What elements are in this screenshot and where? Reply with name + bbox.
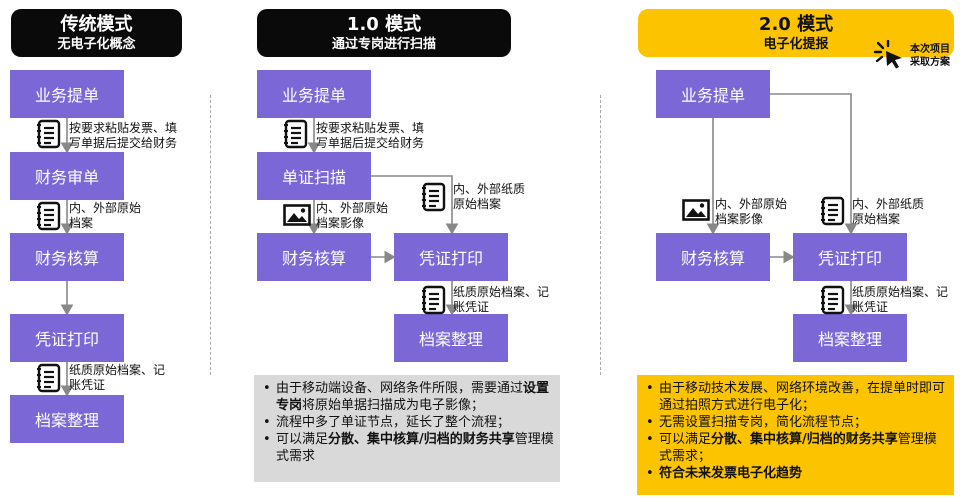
col2-subtitle: 通过专岗进行扫描 — [331, 37, 436, 52]
col2-box-archive: 档案整理 — [394, 314, 508, 362]
col1-note-2: 内、外部原始 档案 — [69, 201, 141, 231]
note-line: 纸质原始档案、记 — [852, 285, 949, 299]
col3-note-2: 内、外部纸质 原始档案 — [852, 197, 924, 227]
note-line: 内、外部原始 — [715, 197, 788, 211]
col3-box-voucher-print: 凭证打印 — [793, 233, 907, 281]
col3-header: 2.0 模式 电子化提报 — [638, 9, 954, 57]
col1-title: 传统模式 — [60, 14, 133, 35]
col2-arrow-4 — [371, 175, 459, 235]
col2-title: 1.0 模式 — [346, 14, 422, 35]
note-line: 内、外部纸质 — [852, 197, 925, 211]
image-icon — [283, 204, 311, 226]
col1-header: 传统模式 无电子化概念 — [11, 9, 182, 57]
separator-2 — [600, 95, 601, 375]
col3-bullet-2: 无需设置扫描专岗，简化流程节点； — [639, 414, 948, 431]
separator-1 — [210, 95, 211, 375]
col3-arrow-3 — [770, 93, 858, 235]
document-icon — [422, 285, 446, 315]
note-line: 写单据后提交给财务 — [69, 136, 178, 150]
note-line: 原始档案 — [852, 212, 901, 226]
col1-subtitle: 无电子化概念 — [57, 37, 136, 52]
note-line: 档案影像 — [715, 212, 764, 226]
col1-note-3: 纸质原始档案、记 账凭证 — [69, 363, 165, 393]
note-line: 内、外部纸质 — [453, 182, 526, 196]
col1-box-finance-review: 财务审单 — [10, 152, 124, 200]
note-line: 账凭证 — [69, 378, 106, 392]
col1-note-1: 按要求粘贴发票、填 写单据后提交给财务 — [69, 121, 177, 151]
col1-box-archive: 档案整理 — [10, 395, 124, 443]
document-icon — [37, 201, 61, 231]
col2-summary-panel: 由于移动端设备、网络条件所限，需要通过设置专岗将原始单据扫描成为电子影像； 流程… — [254, 375, 560, 482]
col1-box-accounting: 财务核算 — [10, 233, 124, 281]
note-line: 账凭证 — [852, 300, 889, 314]
document-icon — [37, 363, 61, 393]
col3-title: 2.0 模式 — [758, 14, 834, 35]
document-icon — [821, 196, 845, 226]
col2-box-business-submit: 业务提单 — [257, 70, 371, 118]
note-line: 按要求粘贴发票、填 — [316, 121, 425, 135]
note-line: 原始档案 — [453, 197, 502, 211]
adopted-badge: 本次项目 采取方案 — [910, 43, 950, 69]
note-line: 档案影像 — [316, 216, 365, 230]
note-line: 内、外部原始 — [316, 201, 389, 215]
col3-bullet-4: 符合未来发票电子化趋势 — [639, 465, 948, 482]
col2-bullet-3: 可以满足分散、集中核算/归档的财务共享管理模式需求 — [256, 431, 554, 465]
col3-box-archive: 档案整理 — [793, 314, 907, 362]
col2-note-1: 按要求粘贴发票、填 写单据后提交给财务 — [316, 121, 424, 151]
col3-note-3: 纸质原始档案、记 账凭证 — [852, 285, 948, 315]
col3-box-business-submit: 业务提单 — [656, 70, 770, 118]
cursor-click-icon — [873, 40, 902, 69]
col2-note-2: 内、外部纸质 原始档案 — [453, 182, 525, 212]
col3-bullet-3: 可以满足分散、集中核算/归档的财务共享管理模式需求； — [639, 431, 948, 465]
document-icon — [422, 182, 446, 212]
col3-bullet-1: 由于移动技术发展、网络环境改善，在提单时即可通过拍照方式进行电子化； — [639, 380, 948, 414]
col3-note-1: 内、外部原始 档案影像 — [715, 197, 787, 227]
document-icon — [821, 285, 845, 315]
col2-box-scan: 单证扫描 — [257, 152, 371, 200]
document-icon — [37, 119, 61, 149]
note-line: 写单据后提交给财务 — [316, 136, 425, 150]
col3-summary-panel: 由于移动技术发展、网络环境改善，在提单时即可通过拍照方式进行电子化； 无需设置扫… — [637, 375, 954, 495]
badge-line: 采取方案 — [910, 57, 950, 68]
col1-box-voucher-print: 凭证打印 — [10, 314, 124, 362]
document-icon — [284, 119, 308, 149]
col2-bullet-1: 由于移动端设备、网络条件所限，需要通过设置专岗将原始单据扫描成为电子影像； — [256, 380, 554, 414]
col2-note-4: 纸质原始档案、记 账凭证 — [453, 285, 549, 315]
col3-subtitle: 电子化提报 — [763, 37, 829, 52]
col2-box-accounting: 财务核算 — [257, 233, 371, 281]
image-icon — [682, 199, 710, 221]
col2-bullet-2: 流程中多了单证节点，延长了整个流程； — [256, 414, 554, 431]
col2-header: 1.0 模式 通过专岗进行扫描 — [257, 9, 511, 57]
note-line: 账凭证 — [453, 300, 490, 314]
badge-line: 本次项目 — [910, 44, 950, 55]
col2-box-voucher-print: 凭证打印 — [394, 233, 508, 281]
note-line: 档案 — [69, 216, 94, 230]
note-line: 内、外部原始 — [69, 201, 142, 215]
col1-box-business-submit: 业务提单 — [10, 70, 124, 118]
col2-note-3: 内、外部原始 档案影像 — [316, 201, 388, 231]
note-line: 纸质原始档案、记 — [69, 363, 166, 377]
note-line: 按要求粘贴发票、填 — [69, 121, 178, 135]
note-line: 纸质原始档案、记 — [453, 285, 550, 299]
col3-box-accounting: 财务核算 — [656, 233, 770, 281]
